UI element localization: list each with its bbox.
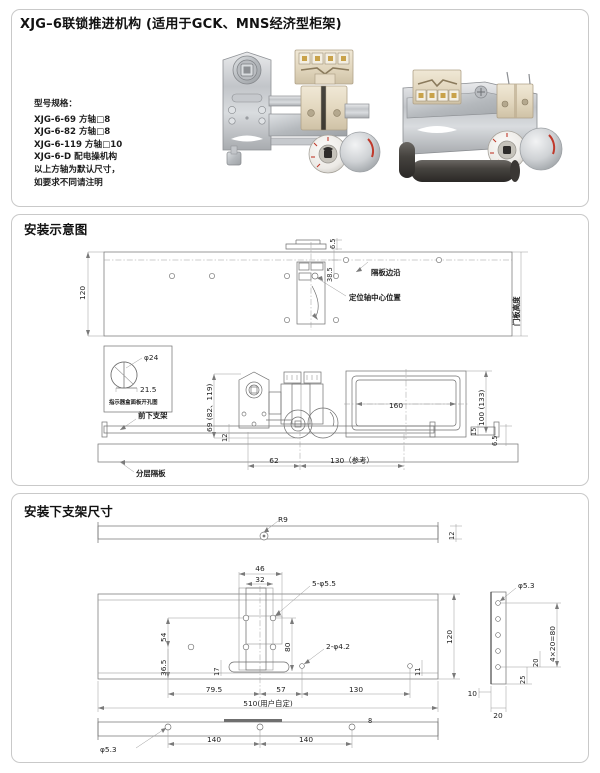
dim-dia24: φ24 bbox=[144, 353, 159, 362]
bracket-panel-title: 安装下支架尺寸 bbox=[24, 504, 113, 519]
label-indicator-box-panel-hole: 指示器盒面板开孔图 bbox=[109, 398, 158, 406]
dim-r9: R9 bbox=[278, 516, 288, 524]
dim-side-25: 25 bbox=[519, 676, 527, 684]
dim-2-dia4-2: 2-φ4.2 bbox=[326, 642, 350, 651]
spec-line: XJG-6-82 方轴□8 bbox=[34, 127, 111, 138]
dim-130-ref: 130（参考） bbox=[330, 456, 374, 465]
dim-54: 54 bbox=[159, 632, 168, 642]
dim-4x20-80: 4×20=80 bbox=[548, 626, 557, 662]
dim-36-5: 36.5 bbox=[159, 659, 168, 676]
dim-46: 46 bbox=[255, 564, 265, 573]
dim-bottom-8: 8 bbox=[368, 717, 372, 725]
dim-5-dia5-5: 5-φ5.5 bbox=[312, 579, 336, 588]
model-spec-list: 型号规格： XJG-6-69 方轴□8 XJG-6-82 方轴□8 XJG-6-… bbox=[34, 98, 122, 189]
install-technical-drawing: 6.5 120 38.5 隔板边沿 bbox=[16, 234, 586, 482]
dim-side-20b: 20 bbox=[493, 711, 503, 720]
spec-line: 以上方轴为默认尺寸， bbox=[34, 164, 120, 175]
install-panel-title: 安装示意图 bbox=[24, 222, 88, 237]
dim-69-82-119: 69 (82、119) bbox=[205, 383, 214, 432]
product-photo bbox=[185, 42, 585, 192]
spec-heading: 型号规格： bbox=[34, 99, 77, 109]
spec-line: XJG-6-D 配电操机构 bbox=[34, 152, 118, 163]
dim-12: 12 bbox=[221, 434, 229, 442]
dim-100-133: 100 (133) bbox=[477, 390, 486, 426]
dim-21-5: 21.5 bbox=[140, 385, 157, 394]
dim-57: 57 bbox=[276, 685, 286, 694]
install-diagram-panel bbox=[11, 214, 589, 486]
dim-15: 15 bbox=[470, 428, 478, 436]
spec-line: XJG-6-119 方轴□10 bbox=[34, 139, 123, 150]
spec-line: XJG-6-69 方轴□8 bbox=[34, 114, 111, 125]
dim-side-dia5-3: φ5.3 bbox=[518, 581, 535, 590]
dim-11: 11 bbox=[414, 668, 422, 676]
dim-12-thickness: 12 bbox=[448, 532, 456, 540]
dim-side-20: 20 bbox=[532, 659, 540, 667]
bracket-technical-drawing: R9 12 5-φ5.5 2- bbox=[16, 516, 586, 761]
dim-bottom-dia5-3: φ5.3 bbox=[100, 745, 117, 754]
spec-line: 如要求不同请注明 bbox=[34, 177, 103, 188]
dim-120-bracket: 120 bbox=[445, 630, 454, 644]
dim-38-5: 38.5 bbox=[326, 267, 334, 282]
label-front-lower-bracket: 前下支架 bbox=[138, 411, 168, 420]
dim-6-5-top: 6.5 bbox=[329, 239, 337, 250]
dim-17: 17 bbox=[213, 668, 221, 676]
dim-130: 130 bbox=[349, 685, 363, 694]
dim-side-10: 10 bbox=[468, 689, 478, 698]
dim-79-5: 79.5 bbox=[206, 685, 223, 694]
dim-120-left: 120 bbox=[78, 286, 87, 300]
dim-80: 80 bbox=[283, 642, 292, 652]
dim-160: 160 bbox=[389, 401, 403, 410]
dim-140-b: 140 bbox=[299, 735, 313, 744]
dim-32: 32 bbox=[255, 575, 264, 584]
page-title: XJG–6联锁推进机构 (适用于GCK、MNS经济型柜架) bbox=[20, 17, 342, 32]
dim-6-5-bottom: 6.5 bbox=[491, 436, 499, 447]
dim-140-a: 140 bbox=[207, 735, 221, 744]
bracket-dimensions-panel bbox=[11, 493, 589, 763]
label-partition-edge: 隔板边沿 bbox=[371, 268, 401, 277]
dim-510: 510(用户自定) bbox=[243, 699, 293, 708]
dim-62: 62 bbox=[269, 456, 278, 465]
label-door-panel-height: 门板高度 bbox=[512, 296, 521, 326]
label-locating-shaft-center: 定位轴中心位置 bbox=[349, 293, 401, 302]
label-layer-partition: 分层隔板 bbox=[136, 469, 166, 478]
